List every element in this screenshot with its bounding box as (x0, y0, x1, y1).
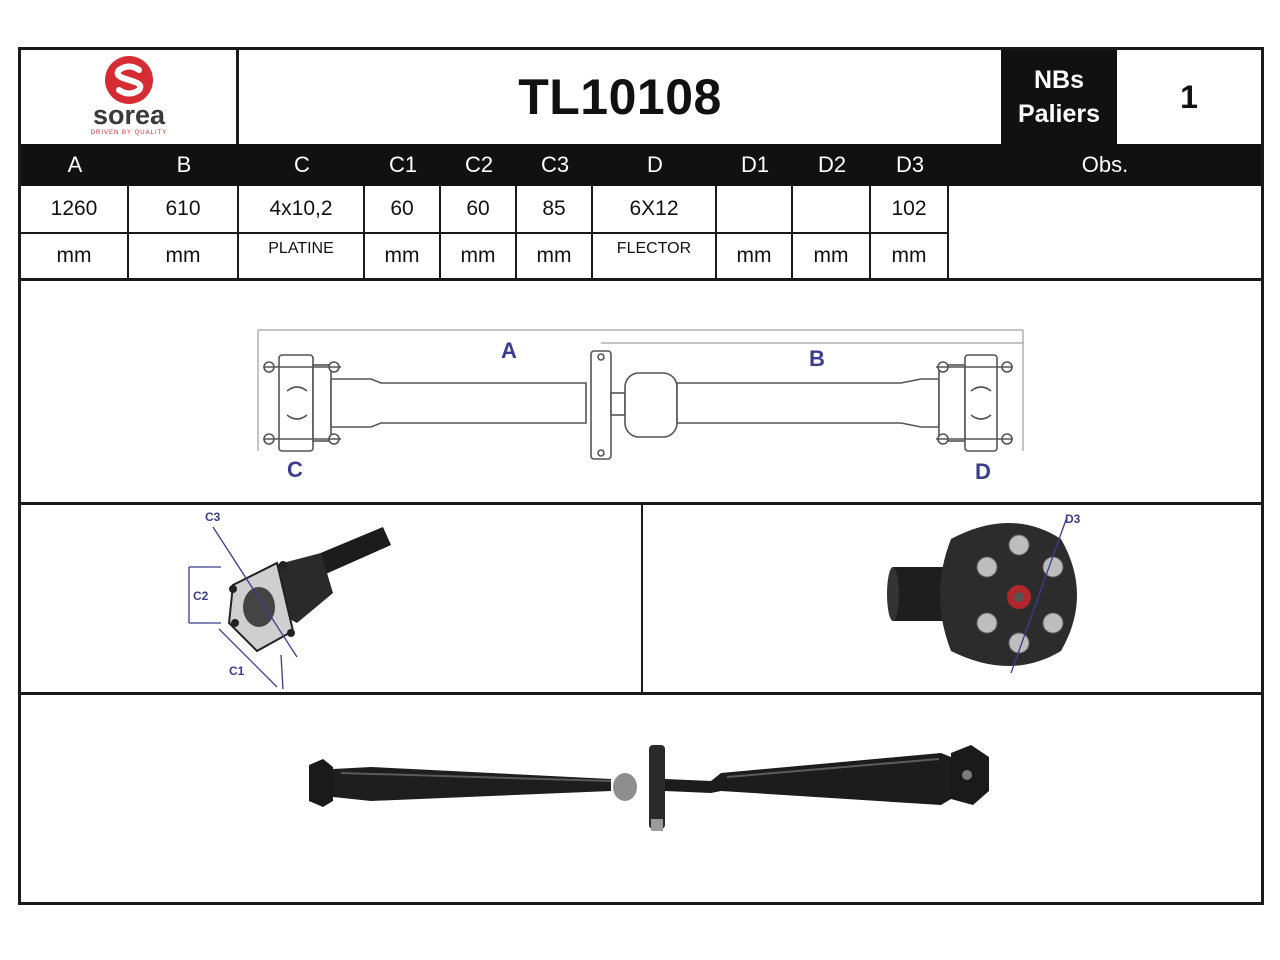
spec-sheet: sorea DRIVEN BY QUALITY TL10108 NBs Pali… (18, 47, 1264, 905)
flector-detail: D3 (887, 512, 1081, 674)
unit-d: FLECTOR (593, 234, 717, 278)
header-row: sorea DRIVEN BY QUALITY TL10108 NBs Pali… (21, 50, 1261, 144)
value-c3: 85 (517, 186, 593, 232)
dimension-c-label: C (287, 457, 303, 482)
part-number-cell: TL10108 (239, 50, 1001, 144)
value-d2 (793, 186, 871, 232)
bearing-count-value: 1 (1180, 78, 1198, 115)
divider (21, 278, 1261, 281)
unit-d2: mm (793, 234, 871, 278)
product-photo (21, 695, 1261, 905)
unit-c2: mm (441, 234, 517, 278)
unit-c: PLATINE (239, 234, 365, 278)
brand-logo: sorea DRIVEN BY QUALITY (21, 50, 239, 144)
col-header-d: D (647, 152, 663, 177)
unit-b: mm (129, 234, 239, 278)
divider (21, 502, 1261, 505)
brand-tagline: DRIVEN BY QUALITY (91, 130, 168, 136)
col-header-c2: C2 (464, 152, 494, 177)
detail-c3-label: C3 (205, 510, 221, 524)
detail-c1-label: C1 (229, 664, 245, 678)
unit-c1: mm (365, 234, 441, 278)
detail-c2-label: C2 (193, 589, 209, 603)
divider (641, 505, 643, 693)
paliers-label: Paliers (1017, 100, 1100, 128)
units-row: mm mm PLATINE mm mm mm FLECTOR mm mm mm (21, 234, 949, 278)
col-header-c: C (294, 152, 310, 177)
value-b: 610 (129, 186, 239, 232)
col-header-c3: C3 (540, 152, 570, 177)
part-number: TL10108 (518, 69, 722, 125)
col-header-d3: D3 (895, 152, 925, 177)
col-header-d2: D2 (817, 152, 847, 177)
divider (21, 692, 1261, 695)
col-header-c1: C1 (388, 152, 418, 177)
unit-c3: mm (517, 234, 593, 278)
value-c2: 60 (441, 186, 517, 232)
dimension-a-label: A (501, 338, 517, 363)
detail-images: C3 C2 C1 (21, 505, 1261, 693)
unit-d1: mm (717, 234, 793, 278)
col-header-b: B (176, 152, 192, 177)
obs-box (949, 186, 1261, 278)
value-d3: 102 (871, 186, 949, 232)
unit-a: mm (21, 234, 129, 278)
value-a: 1260 (21, 186, 129, 232)
col-header-d1: D1 (740, 152, 770, 177)
plate-flange-detail: C3 C2 C1 (188, 510, 391, 690)
col-header-a: A (67, 152, 83, 177)
unit-d3: mm (871, 234, 949, 278)
brand-name: sorea (93, 100, 166, 130)
technical-drawing: A B C D (21, 281, 1261, 503)
bearing-count-label: NBs Paliers (1001, 50, 1117, 144)
detail-d3-label: D3 (1065, 512, 1081, 526)
value-d1 (717, 186, 793, 232)
value-c: 4x10,2 (239, 186, 365, 232)
column-header-row: A B C C1 C2 C3 D D1 D2 D3 Obs. (21, 144, 1261, 186)
value-d: 6X12 (593, 186, 717, 232)
dimension-b-label: B (809, 346, 825, 371)
value-c1: 60 (365, 186, 441, 232)
values-row: 1260 610 4x10,2 60 60 85 6X12 102 (21, 186, 949, 234)
dimension-d-label: D (975, 459, 991, 484)
nbs-label: NBs (1033, 66, 1084, 94)
col-header-obs: Obs. (1081, 152, 1129, 177)
drive-shaft-photo (309, 745, 989, 831)
